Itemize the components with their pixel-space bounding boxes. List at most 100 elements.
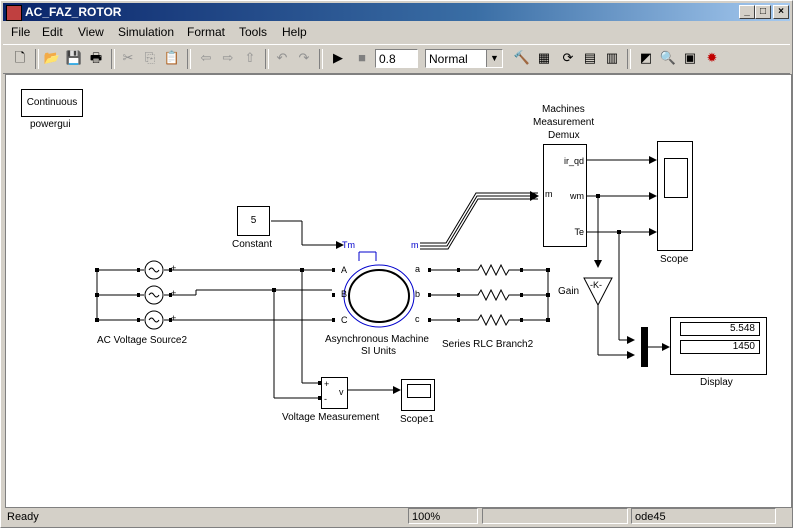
display-block[interactable]: 5.548 1450 (670, 317, 767, 375)
simulation-mode-value: Normal (429, 52, 468, 66)
display-value-2: 1450 (680, 340, 760, 354)
toolbar-separator (627, 49, 631, 69)
ac-voltage-source-block[interactable]: + + + (134, 258, 177, 331)
status-bar: Ready 100% ode45 (3, 507, 790, 526)
machine-label-1: Asynchronous Machine (325, 334, 429, 345)
signal-lines (95, 156, 670, 400)
debug-icon[interactable]: ▥ (605, 50, 619, 65)
machine-port-a-out: a (415, 264, 421, 274)
menu-simulation[interactable]: Simulation (118, 25, 175, 39)
demux-label-2: Measurement (533, 117, 595, 128)
menu-tools[interactable]: Tools (239, 25, 268, 39)
scope1-label: Scope1 (400, 414, 434, 425)
machines-measurement-demux-block[interactable]: m ir_qd wm Te (543, 144, 587, 247)
machine-port-c-out: c (415, 314, 420, 324)
rlc-label: Series RLC Branch2 (442, 339, 534, 350)
machine-port-c-in: C (341, 315, 348, 325)
new-model-icon[interactable]: 🗋 (14, 50, 26, 65)
library-grid-icon[interactable]: ▦ (537, 50, 551, 65)
vmeas-v: v (339, 387, 344, 397)
minimize-button[interactable]: _ (739, 5, 755, 19)
simulation-mode-select[interactable]: Normal ▼ (425, 49, 503, 68)
build-icon[interactable]: 🔨 (513, 50, 531, 65)
machine-port-tm: Tm (342, 240, 355, 250)
model-canvas[interactable]: Continuous powergui Machines Measurement… (5, 74, 792, 508)
scope-label: Scope (660, 254, 689, 265)
machine-port-m: m (411, 240, 419, 250)
mux-block[interactable] (641, 327, 648, 367)
update-diagram-icon[interactable]: ⟳ (562, 50, 574, 65)
simulink-app-icon (6, 5, 22, 21)
toolbar-separator (319, 49, 323, 69)
ac-source-label: AC Voltage Source2 (97, 335, 188, 346)
menu-file[interactable]: File (11, 25, 31, 39)
stop-time-input[interactable]: 0.8 (375, 49, 418, 68)
scope1-screen (407, 384, 431, 398)
demux-port-te: Te (574, 227, 584, 237)
model-explorer-icon[interactable]: ▤ (583, 50, 597, 65)
vmeas-minus: - (324, 394, 327, 404)
paste-icon[interactable]: 📋 (163, 50, 181, 65)
cut-icon[interactable]: ✂ (122, 50, 134, 65)
status-empty (482, 508, 628, 524)
save-icon[interactable]: 💾 (65, 50, 83, 65)
plus-sign-1: + (171, 263, 177, 273)
menu-edit[interactable]: Edit (42, 25, 63, 39)
powergui-block[interactable]: Continuous (21, 89, 83, 117)
properties-icon[interactable]: ▣ (683, 50, 697, 65)
asynchronous-machine-block[interactable] (332, 252, 428, 332)
redo-icon[interactable]: ↷ (298, 50, 310, 65)
demux-label-1: Machines (542, 104, 585, 115)
plus-sign-2: + (171, 288, 177, 298)
open-folder-icon[interactable]: 📂 (43, 50, 61, 65)
demux-port-wm: wm (570, 191, 584, 201)
voltage-measurement-block[interactable]: + - v (321, 377, 348, 409)
gain-block[interactable]: -K- (590, 280, 602, 290)
close-button[interactable]: × (773, 5, 789, 19)
toolbar-separator (265, 49, 269, 69)
chevron-down-icon[interactable]: ▼ (486, 50, 502, 67)
library-browser-icon[interactable]: ◩ (639, 50, 653, 65)
demux-port-irqd: ir_qd (563, 156, 584, 166)
machine-port-b-in: B (341, 289, 348, 299)
scope-block[interactable] (657, 141, 693, 251)
up-arrow-icon[interactable]: ⇧ (244, 50, 256, 65)
window-title: AC_FAZ_ROTOR (25, 5, 122, 19)
series-rlc-branch-block[interactable] (457, 260, 525, 330)
machine-port-b-out: b (415, 289, 421, 299)
stop-simulation-icon[interactable]: ■ (358, 50, 366, 65)
vmeas-label: Voltage Measurement (282, 412, 380, 423)
stop-sign-icon[interactable]: ✹ (706, 50, 718, 65)
print-icon[interactable]: 🖶 (89, 50, 103, 65)
toolbar: 🗋 📂 💾 🖶 ✂ ⎘ 📋 ⇦ ⇨ ⇧ ↶ ↷ ▶ ■ 0.8 Normal ▼… (3, 44, 790, 74)
back-arrow-icon[interactable]: ⇦ (200, 50, 212, 65)
vmeas-plus: + (324, 379, 330, 389)
demux-port-m: m (545, 189, 553, 199)
menu-format[interactable]: Format (187, 25, 226, 39)
forward-arrow-icon[interactable]: ⇨ (222, 50, 234, 65)
status-solver: ode45 (631, 508, 776, 524)
gain-label: Gain (558, 286, 580, 297)
toolbar-separator (187, 49, 191, 69)
menu-view[interactable]: View (78, 25, 104, 39)
maximize-button[interactable]: □ (755, 5, 771, 19)
undo-icon[interactable]: ↶ (276, 50, 288, 65)
start-simulation-icon[interactable]: ▶ (333, 50, 343, 65)
copy-icon[interactable]: ⎘ (144, 50, 156, 65)
constant-label: Constant (232, 239, 273, 250)
display-value-1: 5.548 (680, 322, 760, 336)
status-state: Ready (7, 511, 39, 523)
title-bar[interactable]: AC_FAZ_ROTOR _ □ × (3, 3, 790, 21)
constant-block[interactable]: 5 (237, 206, 270, 236)
toolbar-separator (111, 49, 115, 69)
menu-help[interactable]: Help (282, 25, 307, 39)
demux-label-3: Demux (548, 130, 580, 141)
machine-port-a-in: A (341, 265, 348, 275)
scope1-block[interactable] (401, 379, 435, 411)
menu-bar: File Edit View Simulation Format Tools H… (3, 22, 790, 42)
status-zoom: 100% (408, 508, 478, 524)
powergui-label: powergui (30, 119, 71, 130)
toolbar-separator (35, 49, 39, 69)
model-browser-icon[interactable]: 🔍 (659, 50, 677, 65)
plus-sign-3: + (171, 313, 177, 323)
